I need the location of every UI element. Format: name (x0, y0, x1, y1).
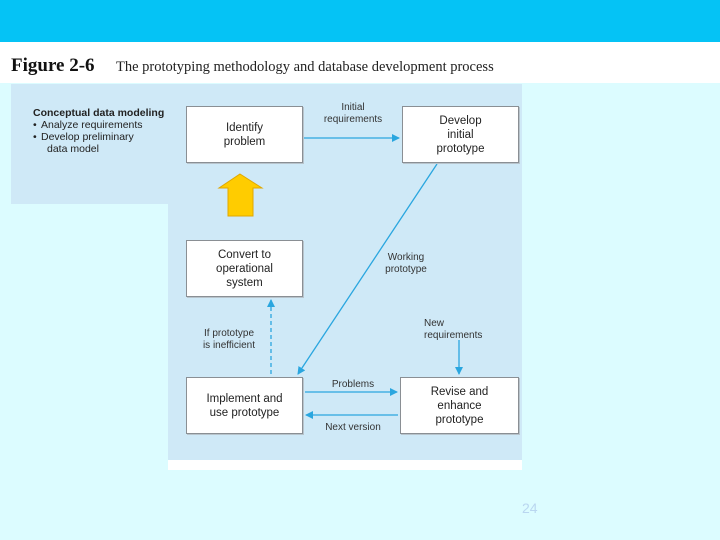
figure-number: Figure 2-6 (11, 55, 95, 76)
box-identify-problem: Identify problem (186, 106, 303, 163)
conceptual-modeling-heading: Conceptual data modeling (33, 107, 165, 119)
bullet-analyze-requirements: Analyze requirements (33, 119, 164, 131)
title-strip (0, 42, 720, 83)
label-initial-requirements: Initial requirements (323, 102, 383, 125)
diagram-panel-footer (168, 460, 522, 470)
box-revise-and-enhance-prototype: Revise and enhance prototype (400, 377, 519, 434)
box-convert-to-operational-system: Convert to operational system (186, 240, 303, 297)
label-new-requirements: New requirements (424, 318, 483, 341)
box-develop-initial-prototype: Develop initial prototype (402, 106, 519, 163)
page-number: 24 (522, 500, 538, 516)
label-next-version: Next version (325, 422, 381, 433)
label-problems: Problems (331, 379, 375, 390)
label-if-inefficient: If prototype is inefficient (202, 328, 256, 351)
figure-caption: The prototyping methodology and database… (116, 59, 494, 75)
box-implement-and-use-prototype: Implement and use prototype (186, 377, 303, 434)
bullet-continuation: data model (47, 143, 99, 155)
conceptual-modeling-note: Conceptual data modeling Analyze require… (33, 107, 164, 155)
label-working-prototype: Working prototype (385, 252, 427, 275)
highlight-up-arrow (217, 173, 264, 217)
top-bar (0, 0, 720, 42)
arrow-working-prototype (297, 163, 438, 375)
bullet-develop-preliminary: Develop preliminary (33, 131, 164, 143)
